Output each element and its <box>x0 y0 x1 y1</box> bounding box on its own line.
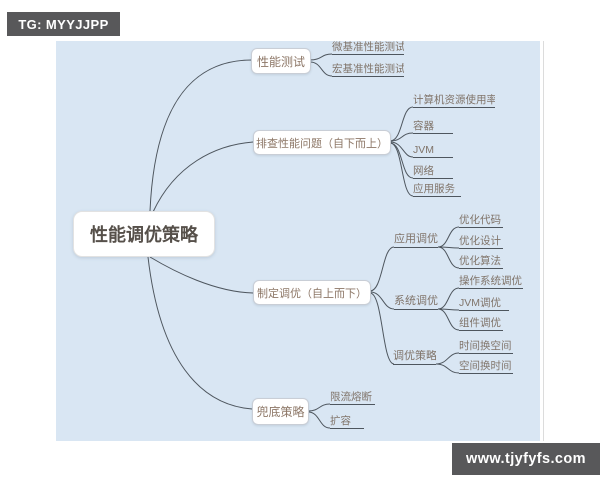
leaf-optimize-design[interactable]: 优化设计 <box>459 235 503 249</box>
subbranch-tuning-strategy[interactable]: 调优策略 <box>393 350 436 365</box>
leaf-scale-out[interactable]: 扩容 <box>330 415 364 429</box>
leaf-jvm[interactable]: JVM <box>413 144 453 158</box>
leaf-application-service[interactable]: 应用服务 <box>413 183 461 197</box>
leaf-time-for-space[interactable]: 时间换空间 <box>459 340 513 354</box>
branch-node-performance-testing[interactable]: 性能测试 <box>251 48 311 74</box>
subbranch-application-tuning[interactable]: 应用调优 <box>394 233 438 248</box>
branch-node-fallback-strategy[interactable]: 兜底策略 <box>252 398 309 425</box>
branch-node-plan-tuning-top-down[interactable]: 制定调优（自上而下） <box>253 280 371 305</box>
leaf-container[interactable]: 容器 <box>413 120 453 134</box>
leaf-optimize-algorithm[interactable]: 优化算法 <box>459 255 503 269</box>
watermark-bottom-right: www.tjyfyfs.com <box>452 443 600 475</box>
branch-node-troubleshoot-bottom-up[interactable]: 排查性能问题（自下而上） <box>253 130 391 155</box>
leaf-os-tuning[interactable]: 操作系统调优 <box>459 275 523 289</box>
leaf-jvm-tuning[interactable]: JVM调优 <box>459 297 509 311</box>
leaf-macro-benchmark-test[interactable]: 宏基准性能测试 <box>332 63 404 77</box>
leaf-computer-resource-usage[interactable]: 计算机资源使用率 <box>413 94 495 108</box>
canvas-right-edge <box>543 41 544 441</box>
root-node-performance-tuning-strategy[interactable]: 性能调优策略 <box>73 211 215 257</box>
leaf-rate-limit-circuit-break[interactable]: 限流熔断 <box>330 391 375 405</box>
watermark-top-left: TG: MYYJJPP <box>7 12 120 36</box>
leaf-optimize-code[interactable]: 优化代码 <box>459 214 503 228</box>
leaf-network[interactable]: 网络 <box>413 165 453 179</box>
subbranch-system-tuning[interactable]: 系统调优 <box>394 295 438 310</box>
leaf-component-tuning[interactable]: 组件调优 <box>459 317 503 331</box>
leaf-space-for-time[interactable]: 空间换时间 <box>459 360 513 374</box>
leaf-micro-benchmark-test[interactable]: 微基准性能测试 <box>332 41 404 55</box>
